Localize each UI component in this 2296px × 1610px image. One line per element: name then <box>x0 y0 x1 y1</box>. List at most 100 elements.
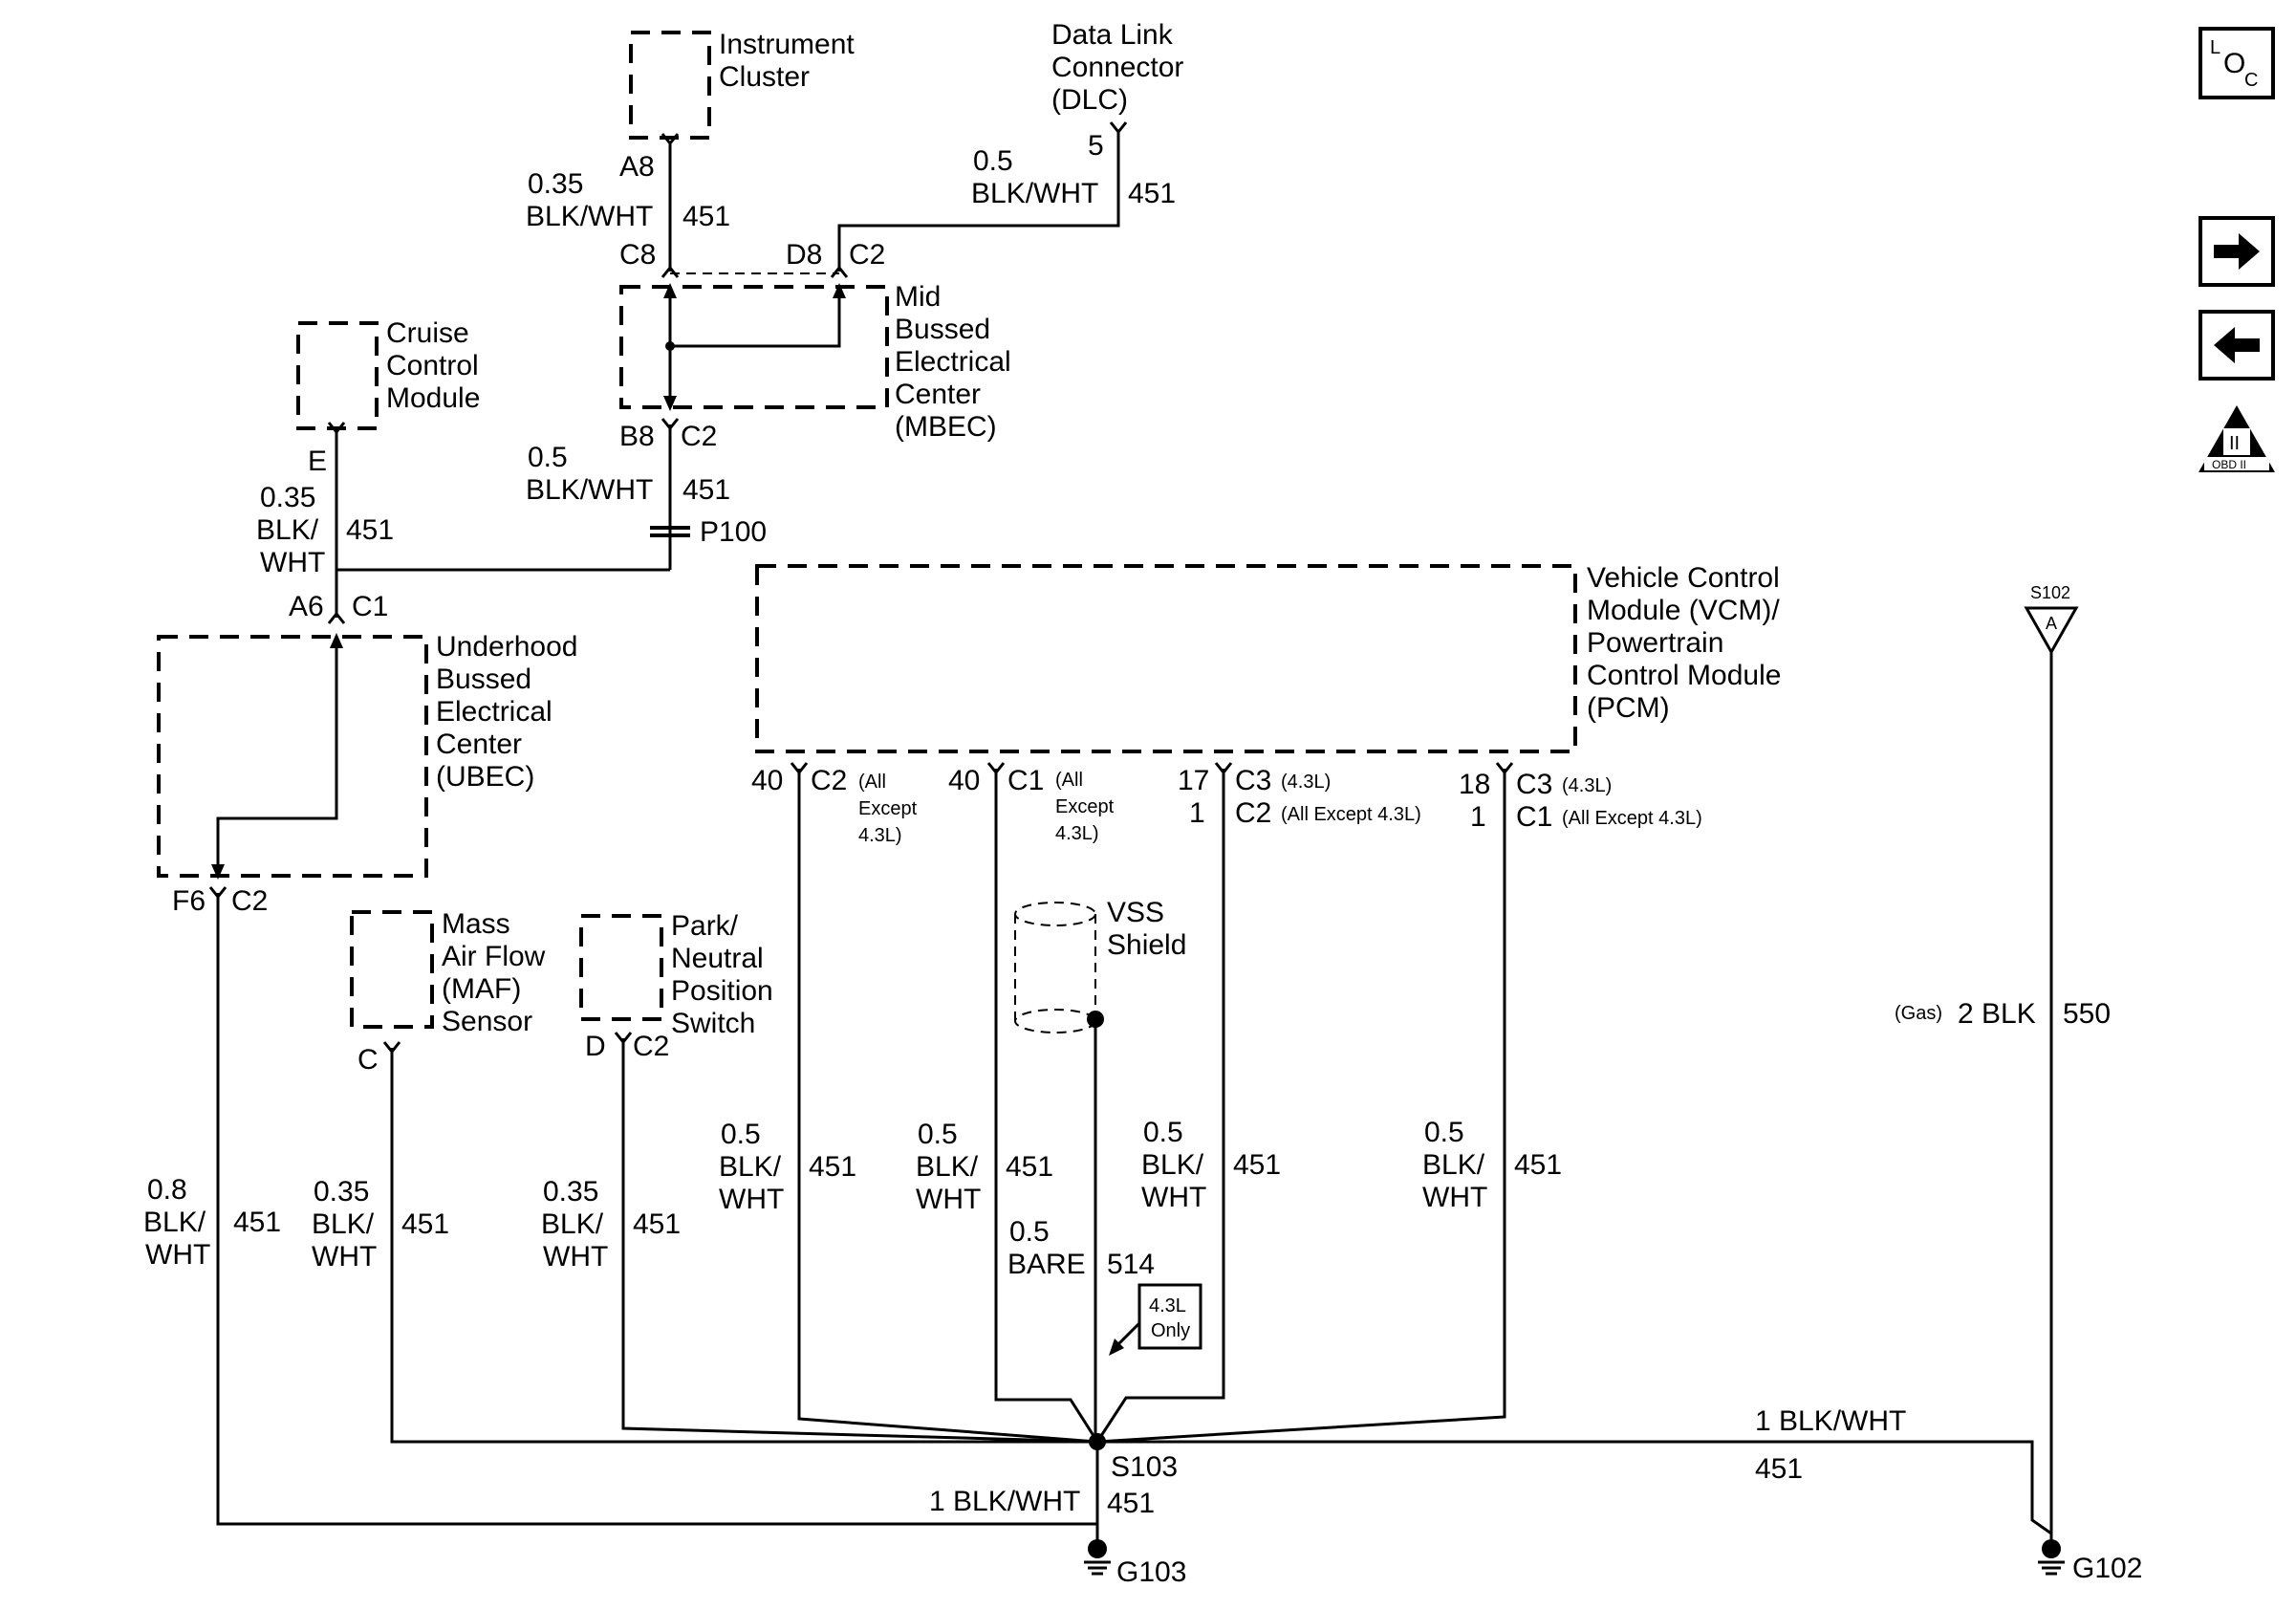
wire-color: BLK/ <box>719 1151 782 1183</box>
pin-label: 40 <box>948 765 980 796</box>
option-note: 4.3L <box>1149 1295 1186 1316</box>
wire-circuit: 451 <box>1006 1151 1053 1183</box>
ground-g102-label: G102 <box>2072 1553 2142 1584</box>
wire-color: BLK/ <box>143 1207 206 1238</box>
park-neutral-switch: Park/ Neutral Position Switch D C2 <box>579 910 773 1062</box>
wire-color: WHT <box>145 1239 210 1271</box>
vcm-label: Control Module <box>1587 660 1781 691</box>
wire-color: BLK/WHT <box>971 178 1098 209</box>
dlc-label: Data Link <box>1051 19 1174 51</box>
pin-label: C <box>357 1044 379 1076</box>
wire-size: 0.5 <box>1009 1216 1050 1248</box>
cruise-label: Module <box>386 382 480 414</box>
ubec-label: Center <box>436 729 522 760</box>
wire-circuit: 514 <box>1107 1249 1155 1280</box>
mbec-label: Center <box>895 379 981 410</box>
vss-shield: VSS Shield <box>1014 897 1186 1033</box>
wire-label: 2 BLK <box>1958 998 2036 1030</box>
cruise-control-box <box>296 321 379 430</box>
ground-g103-label: G103 <box>1116 1556 1186 1588</box>
pin-label: C3 <box>1235 765 1271 796</box>
pnp-label: Switch <box>671 1008 755 1039</box>
option-note-box <box>1137 1283 1202 1350</box>
maf-sensor: Mass Air Flow (MAF) Sensor C <box>350 908 546 1076</box>
mbec-label: Electrical <box>895 346 1011 378</box>
wire-circuit: 451 <box>233 1207 281 1238</box>
wire-color: WHT <box>260 547 325 578</box>
pin-label: 1 <box>1470 801 1486 833</box>
wire-color: BLK/WHT <box>526 474 653 506</box>
wire-circuit: 451 <box>1233 1149 1281 1181</box>
splice-s102-label: S102 <box>2030 583 2070 602</box>
mbec-label: Bussed <box>895 314 990 345</box>
grounds: G103 G102 <box>1084 1539 2142 1588</box>
wire-size: 0.5 <box>1143 1117 1183 1148</box>
wire-note: (Gas) <box>1895 1003 1942 1024</box>
maf-label: (MAF) <box>442 973 521 1005</box>
wire-color: WHT <box>916 1184 981 1215</box>
pin-label: C1 <box>352 591 388 622</box>
vss-shield-label: Shield <box>1107 929 1186 961</box>
ubec-label: Electrical <box>436 696 552 728</box>
pin-label: C1 <box>1007 765 1044 796</box>
arrow-left-icon[interactable] <box>2199 310 2275 381</box>
wire-size: 0.5 <box>973 145 1013 177</box>
wires <box>211 130 2053 1549</box>
maf-label: Sensor <box>442 1006 532 1037</box>
svg-text:L: L <box>2210 37 2220 58</box>
wire-circuit: 451 <box>682 201 730 232</box>
dlc-label: Connector <box>1051 52 1183 83</box>
arrow-right-icon[interactable] <box>2199 216 2275 287</box>
pin-note: (4.3L) <box>1562 775 1612 796</box>
pin-label: C2 <box>633 1031 669 1062</box>
ubec-label: Bussed <box>436 664 531 695</box>
wire-size: 0.35 <box>314 1176 369 1208</box>
vcm-box <box>755 564 1577 753</box>
wire-color: WHT <box>312 1241 377 1273</box>
ubec: Underhood Bussed Electrical Center (UBEC… <box>157 591 577 917</box>
wire-labels: 0.35 BLK/WHT 451 0.5 BLK/WHT 451 0.5 BLK… <box>143 145 2111 1519</box>
pin-label: B8 <box>619 421 655 452</box>
wire-circuit: 451 <box>633 1208 681 1240</box>
wire-size: 0.5 <box>918 1119 958 1150</box>
cruise-label: Cruise <box>386 317 469 349</box>
wire-circuit: 451 <box>401 1208 449 1240</box>
pin-label: A6 <box>289 591 324 622</box>
wire-color: BARE <box>1007 1249 1086 1280</box>
wire-color: BLK/ <box>312 1208 375 1240</box>
pin-label: C2 <box>1235 797 1271 829</box>
wire-size: 0.8 <box>147 1174 187 1206</box>
wire-size: 0.5 <box>528 442 568 473</box>
connector-pins <box>208 121 1514 1055</box>
pin-label: 1 <box>1189 797 1205 829</box>
locator-icon[interactable]: L O C <box>2199 27 2275 99</box>
data-link-connector: Data Link Connector (DLC) 5 <box>1051 19 1183 162</box>
nav-icons: L O C II OBD II <box>2199 27 2275 472</box>
wire-circuit: 451 <box>346 514 394 546</box>
wire-color: BLK/ <box>256 514 319 546</box>
pin-note: (4.3L) <box>1281 772 1331 793</box>
instrument-cluster-box <box>629 31 711 140</box>
wire-circuit: 451 <box>682 474 730 506</box>
pin-label: C2 <box>231 885 268 917</box>
ground-g102: G102 <box>2038 1539 2142 1584</box>
pin-label: 5 <box>1088 130 1104 162</box>
pin-label: F6 <box>172 885 206 917</box>
wire-size: 0.35 <box>260 482 315 513</box>
instrument-cluster: Instrument Cluster A8 <box>619 29 855 183</box>
wire-label: 1 BLK/WHT <box>1755 1405 1906 1437</box>
pnp-label: Neutral <box>671 943 764 974</box>
maf-box <box>350 910 434 1029</box>
vcm-label: Powertrain <box>1587 627 1723 659</box>
pin-note: (All <box>858 772 886 793</box>
pin-label: 40 <box>751 765 783 796</box>
svg-text:C: C <box>2244 70 2258 91</box>
vcm-pcm: Vehicle Control Module (VCM)/ Powertrain… <box>755 562 1781 753</box>
dlc-label: (DLC) <box>1051 84 1128 116</box>
wire-color: WHT <box>1141 1182 1206 1213</box>
mbec-label: Mid <box>895 281 941 313</box>
ubec-label: Underhood <box>436 631 577 663</box>
obd-ii-icon[interactable]: II OBD II <box>2199 405 2275 472</box>
wire-color: BLK/WHT <box>526 201 653 232</box>
